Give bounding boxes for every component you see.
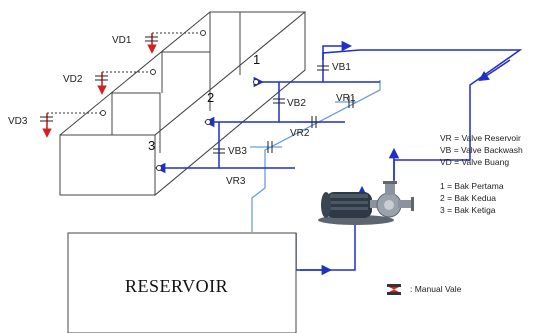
drain-valve-vd3 [40,110,106,138]
drain-valve-vd2 [95,69,156,95]
legend-vd: VD = Valve Buang [440,157,509,167]
backwash-valve-vb2 [273,98,285,104]
legend-manual-valve: : Manual Vale [410,284,462,294]
partition-c [210,11,241,75]
reservoir-label: RESERVOIR [125,276,228,296]
legend-tank3: 3 = Bak Ketiga [440,205,496,215]
legend: VR = Valve Reservoir VB = Valve Backwash… [440,133,523,215]
tank-2-label: 2 [207,90,214,105]
return-arrow [478,59,511,82]
vb3-label: VB3 [228,146,247,157]
vr2-label: VR2 [290,128,310,139]
backwash-valve-vb1 [317,65,329,71]
reservoir-valve-vr3 [267,141,273,153]
backwash-valve-vb3 [213,148,225,154]
tank2-port [205,119,211,125]
manual-valve-icon [387,284,401,295]
pump-icon [318,181,414,225]
tank-1-label: 1 [253,52,260,67]
tank-front-face [59,134,156,196]
vr1-label: VR1 [336,93,356,104]
legend-tank1: 1 = Bak Pertama [440,181,504,191]
vd2-label: VD2 [63,74,83,85]
legend-vb: VB = Valve Backwash [440,145,523,155]
tank3-port [156,165,162,171]
partition-a [112,92,161,153]
tank1-port [253,79,259,85]
reservoir-valve-vr1 [348,96,354,108]
legend-vr: VR = Valve Reservoir [440,133,521,143]
tank-side-face [154,10,306,197]
vr3-label: VR3 [226,176,246,187]
vb2-label: VB2 [287,98,306,109]
vd3-label: VD3 [8,116,28,127]
reservoir-valve-vr2 [311,116,317,128]
vd1-label: VD1 [112,35,132,46]
tank-box [59,10,306,197]
tank-3-label: 3 [148,138,155,153]
vb1-label: VB1 [332,62,351,73]
reservoir-tank [67,232,297,333]
legend-tank2: 2 = Bak Kedua [440,193,496,203]
drain-valve-vd1 [145,30,206,54]
